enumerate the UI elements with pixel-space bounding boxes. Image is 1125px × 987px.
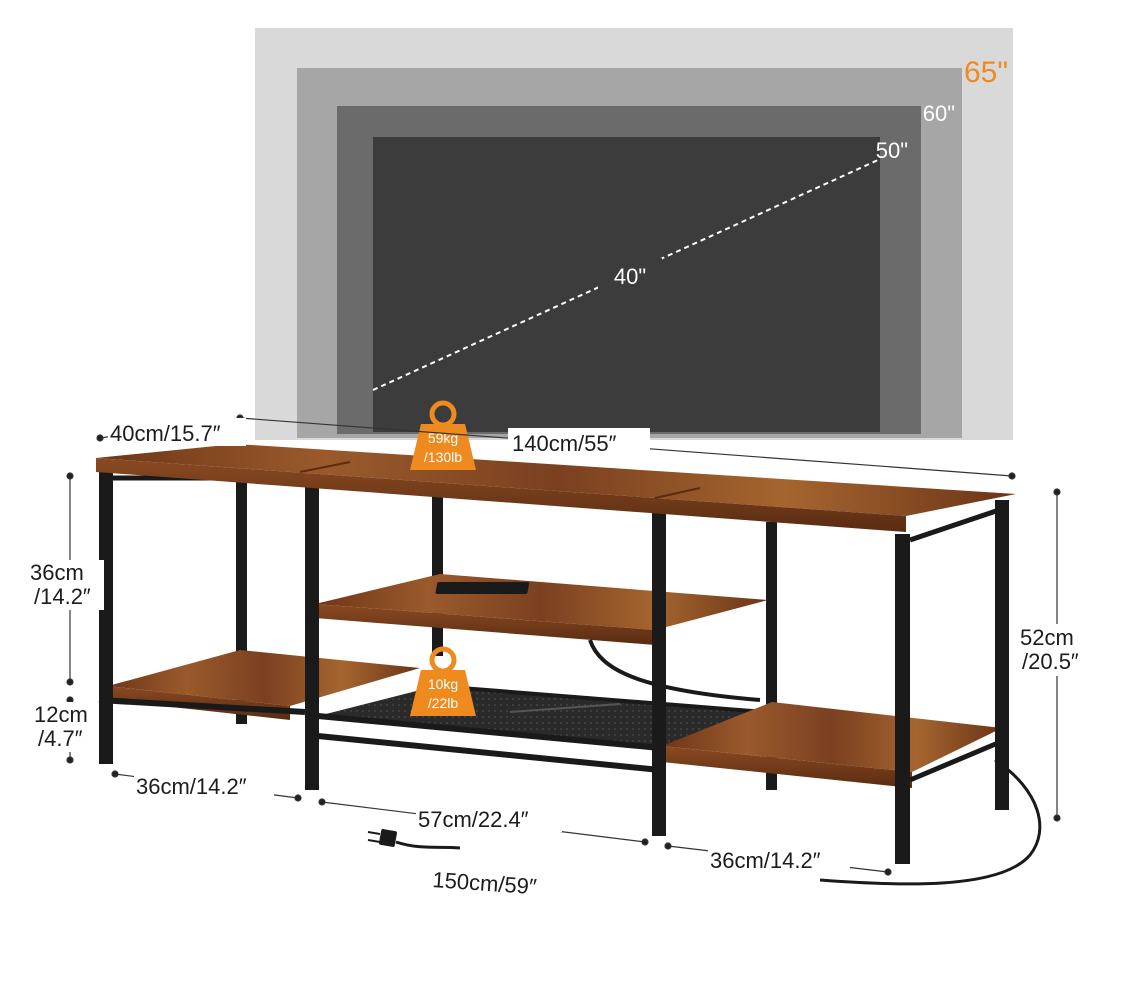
left-lower-shelf bbox=[108, 650, 420, 706]
tv-diagonal-line bbox=[372, 159, 879, 391]
cable-length-label: 150cm/59″ bbox=[432, 867, 538, 899]
right-lower-shelf bbox=[662, 702, 1002, 772]
leg bbox=[99, 466, 113, 764]
leg bbox=[995, 500, 1009, 810]
total-height-label-line2: /20.5″ bbox=[1022, 649, 1079, 674]
top-board bbox=[96, 444, 1016, 516]
top-weight-lb: /130lb bbox=[424, 449, 462, 465]
depth-label: 40cm/15.7″ bbox=[110, 421, 221, 446]
leg bbox=[432, 492, 443, 656]
total-height-label-line1: 52cm bbox=[1020, 625, 1074, 650]
tv-size-40-label: 40" bbox=[614, 264, 646, 289]
bottom-height-label-line2: /4.7″ bbox=[38, 726, 83, 751]
tv-stand bbox=[96, 444, 1042, 886]
middle-compartment-label: 57cm/22.4″ bbox=[418, 807, 529, 832]
right-compartment-label: 36cm/14.2″ bbox=[710, 848, 821, 873]
leg bbox=[236, 482, 247, 724]
leg bbox=[305, 484, 319, 790]
leg bbox=[895, 534, 910, 864]
width-label: 140cm/55″ bbox=[512, 431, 617, 456]
lower-weight-kg: 10kg bbox=[428, 676, 458, 692]
lower-weight-lb: /22lb bbox=[428, 695, 459, 711]
leg bbox=[766, 522, 777, 790]
lower-weight-badge: 10kg /22lb bbox=[410, 646, 476, 716]
power-cable bbox=[588, 639, 761, 702]
tv-size-comparison: 40" 50" 60" 65" bbox=[255, 28, 1013, 440]
upper-height-label-line2: /14.2″ bbox=[34, 584, 91, 609]
upper-height-label-line1: 36cm bbox=[30, 560, 84, 585]
left-compartment-label: 36cm/14.2″ bbox=[136, 774, 247, 799]
tv-size-65-label: 65" bbox=[964, 56, 1008, 89]
tv-size-60-label: 60" bbox=[923, 101, 955, 126]
power-strip bbox=[435, 582, 530, 594]
dimension-labels: 40cm/15.7″ 140cm/55″ 36cm /14.2″ 12cm /4… bbox=[28, 418, 1098, 899]
tv-size-50-label: 50" bbox=[876, 138, 908, 163]
top-weight-badge: 59kg /130lb bbox=[410, 400, 476, 470]
leg bbox=[652, 508, 666, 836]
cable-plug-route bbox=[819, 758, 1042, 886]
plug-icon bbox=[367, 829, 461, 850]
bottom-height-label-line1: 12cm bbox=[34, 702, 88, 727]
